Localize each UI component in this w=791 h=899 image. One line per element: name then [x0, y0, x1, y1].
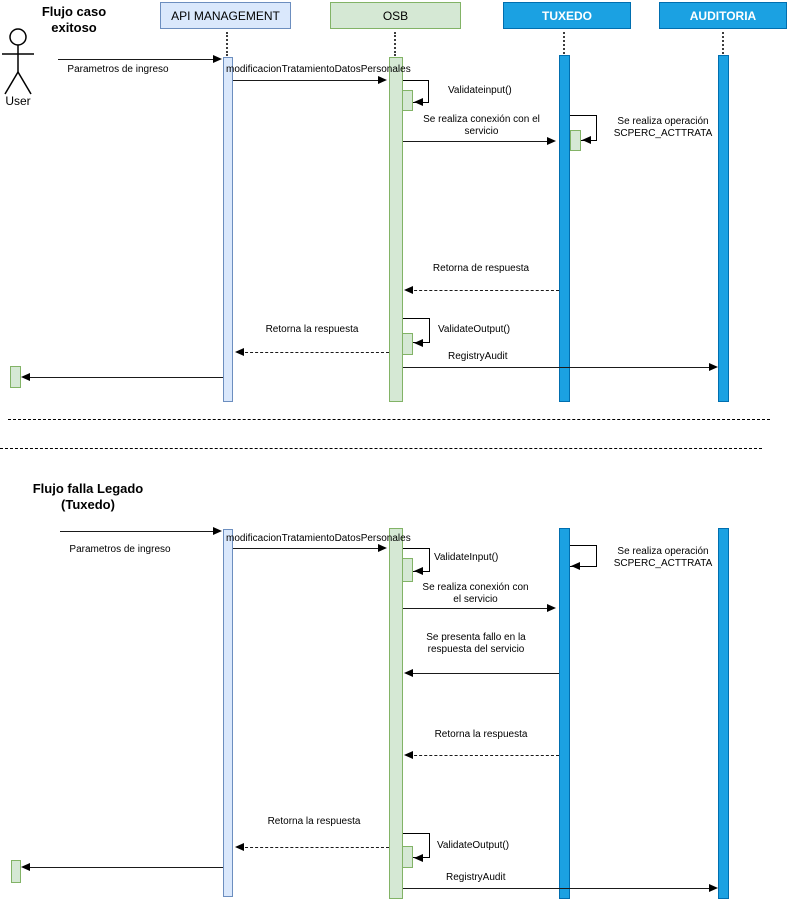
arrowhead: [709, 363, 718, 371]
arrow-user-to-api-flow2: [60, 531, 214, 532]
arrow-osb-to-api-flow2: [240, 847, 389, 848]
msg-label-operacion-flow2: Se realiza operación SCPERC_ACTTRATA: [613, 546, 713, 569]
flow-divider-top: [8, 419, 770, 420]
msg-label-validateinput-flow2: ValidateInput(): [434, 552, 499, 563]
msg-label-conexion-flow2: Se realiza conexión con el servicio: [422, 582, 529, 605]
activation-osb-flow1: [389, 57, 403, 402]
selfloop-operacion-flow2: [570, 545, 597, 567]
arrowhead: [404, 669, 413, 677]
activation-auditoria-flow1: [718, 55, 729, 402]
arrow-api-to-user-flow2: [26, 867, 223, 868]
lifeline-header-auditoria-label: AUDITORIA: [689, 8, 757, 23]
arrowhead: [213, 527, 222, 535]
arrow-tuxedo-to-osb-fallo-flow2: [409, 673, 559, 674]
sub-activation-tuxedo: [570, 130, 581, 151]
msg-label-validateoutput-flow2: ValidateOutput(): [437, 840, 510, 851]
msg-label-retorna-la-flow1: Retorna la respuesta: [265, 324, 359, 335]
arrow-api-to-osb-flow1: [233, 80, 378, 81]
msg-label-retorna-api-flow2: Retorna la respuesta: [267, 816, 361, 827]
arrowhead: [378, 544, 387, 552]
lifeline-header-auditoria: AUDITORIA: [659, 2, 787, 29]
sub-activation-osb: [402, 90, 413, 111]
msg-label-registryaudit-flow2: RegistryAudit: [446, 872, 506, 883]
lifeline-header-osb: OSB: [330, 2, 461, 29]
activation-tuxedo-flow1: [559, 55, 570, 402]
sub-activation-osb: [402, 333, 413, 355]
lifeline-header-osb-label: OSB: [382, 8, 409, 23]
lifeline-header-tuxedo: TUXEDO: [503, 2, 631, 29]
arrow-osb-to-tuxedo-flow2: [403, 608, 550, 609]
user-actor-icon: [2, 28, 36, 96]
lifeline-header-api-label: API MANAGEMENT: [171, 8, 280, 23]
msg-label-params-flow2: Parametros de ingreso: [69, 544, 171, 555]
lifeline-dots-api: [226, 32, 228, 56]
msg-label-modificacion-flow1: modificacionTratamientoDatosPersonales: [226, 64, 411, 75]
arrow-osb-to-auditoria-flow1: [403, 367, 709, 368]
lifeline-dots-tuxedo: [563, 32, 565, 54]
msg-label-retorna-de-flow1: Retorna de respuesta: [432, 263, 530, 274]
arrowhead: [235, 843, 244, 851]
arrow-user-to-api-flow1: [58, 59, 214, 60]
arrowhead: [582, 136, 591, 144]
msg-label-fallo-flow2: Se presenta fallo en la respuesta del se…: [426, 632, 526, 655]
flow-divider-bottom: [0, 448, 762, 449]
arrowhead: [213, 55, 222, 63]
msg-label-retorna-tux-flow2: Retorna la respuesta: [434, 729, 528, 740]
activation-osb-flow2: [389, 528, 403, 899]
msg-label-conexion-flow1: Se realiza conexión con el servicio: [423, 114, 540, 137]
user-actor-label: User: [5, 94, 31, 108]
msg-label-validateinput-flow1: Validateinput(): [448, 85, 512, 96]
arrowhead: [709, 884, 718, 892]
arrowhead: [547, 137, 556, 145]
arrowhead: [21, 863, 30, 871]
sub-activation-osb: [402, 846, 413, 868]
lifeline-header-tuxedo-label: TUXEDO: [541, 8, 592, 23]
msg-label-validateoutput-flow1: ValidateOutput(): [438, 324, 511, 335]
msg-label-registryaudit-flow1: RegistryAudit: [448, 351, 508, 362]
sub-activation-user-flow2: [11, 860, 21, 883]
arrowhead: [414, 98, 423, 106]
lifeline-dots-auditoria: [722, 32, 724, 54]
lifeline-dots-osb: [394, 32, 396, 56]
arrowhead: [414, 339, 423, 347]
arrow-tuxedo-to-osb-flow1: [409, 290, 559, 291]
flow2-title: Flujo falla Legado (Tuxedo): [32, 481, 144, 513]
arrowhead: [414, 567, 423, 575]
arrow-osb-to-api-flow1: [240, 352, 389, 353]
arrowhead: [404, 751, 413, 759]
arrowhead: [21, 373, 30, 381]
arrow-tuxedo-to-osb-return-flow2: [409, 755, 559, 756]
activation-api-flow2: [223, 529, 233, 897]
arrowhead: [414, 854, 423, 862]
activation-api-flow1: [223, 57, 233, 402]
arrowhead: [378, 76, 387, 84]
flow1-title: Flujo caso exitoso: [41, 4, 107, 36]
msg-label-params-flow1: Parametros de ingreso: [67, 64, 169, 75]
lifeline-header-api: API MANAGEMENT: [160, 2, 291, 29]
arrowhead: [404, 286, 413, 294]
sub-activation-user-flow1: [10, 366, 21, 388]
arrow-api-to-user-flow1: [26, 377, 223, 378]
msg-label-modificacion-flow2: modificacionTratamientoDatosPersonales: [226, 533, 411, 544]
arrow-osb-to-tuxedo-flow1: [403, 141, 550, 142]
arrowhead: [235, 348, 244, 356]
activation-auditoria-flow2: [718, 528, 729, 899]
sub-activation-osb: [402, 558, 413, 582]
arrowhead: [571, 562, 580, 570]
arrowhead: [547, 604, 556, 612]
activation-tuxedo-flow2: [559, 528, 570, 899]
arrow-osb-to-auditoria-flow2: [403, 888, 709, 889]
arrow-api-to-osb-flow2: [233, 548, 378, 549]
msg-label-operacion-flow1: Se realiza operación SCPERC_ACTTRATA: [613, 116, 713, 139]
